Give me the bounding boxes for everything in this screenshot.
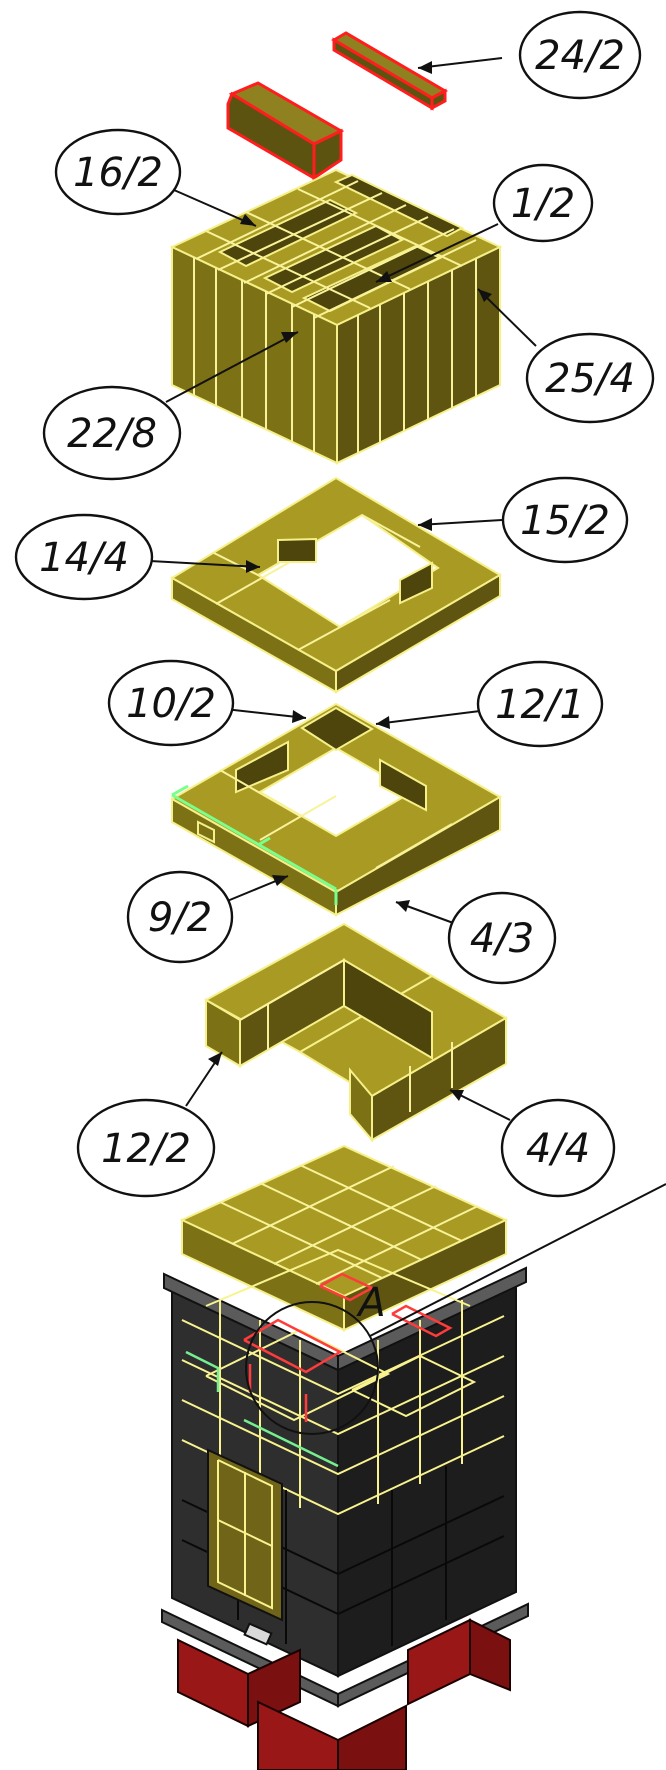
callout-12-2: 12/2 xyxy=(76,1098,216,1198)
callout-14-4-label: 14/4 xyxy=(39,535,129,581)
callout-22-8-label: 22/8 xyxy=(67,411,157,457)
ring-layer-14-15 xyxy=(170,476,502,694)
callout-15-2: 15/2 xyxy=(501,476,629,564)
callout-16-2: 16/2 xyxy=(54,128,182,216)
stove-housing xyxy=(161,1144,529,1770)
callout-16-2-label: 16/2 xyxy=(73,150,163,196)
callout-4-3: 4/3 xyxy=(447,891,557,985)
part-24-2-strip xyxy=(331,31,449,111)
callout-14-4: 14/4 xyxy=(14,513,154,601)
callout-10-2: 10/2 xyxy=(107,659,235,747)
top-brick-layer xyxy=(169,168,503,465)
callout-4-3-label: 4/3 xyxy=(470,916,534,962)
callout-24-2-label: 24/2 xyxy=(535,33,625,79)
callout-12-1-label: 12/1 xyxy=(495,682,585,728)
callout-15-2-label: 15/2 xyxy=(520,498,610,544)
callout-9-2: 9/2 xyxy=(126,870,234,964)
callout-22-8: 22/8 xyxy=(42,385,182,481)
callout-25-4-label: 25/4 xyxy=(545,356,635,402)
callout-25-4: 25/4 xyxy=(525,332,655,424)
part-red-brick xyxy=(226,81,345,181)
callout-24-2: 24/2 xyxy=(518,10,642,100)
callout-4-4: 4/4 xyxy=(500,1098,616,1198)
detail-circle-a: A xyxy=(245,1183,666,1435)
callout-1-2: 1/2 xyxy=(492,163,594,243)
callout-1-2-label: 1/2 xyxy=(511,181,575,227)
detail-label-a: A xyxy=(355,1280,385,1326)
callout-12-1: 12/1 xyxy=(476,660,604,748)
callout-4-4-label: 4/4 xyxy=(526,1126,590,1172)
callout-10-2-label: 10/2 xyxy=(126,681,216,727)
leader-lines xyxy=(149,57,537,1121)
callout-9-2-label: 9/2 xyxy=(148,895,212,941)
u-layer-12-2-4-4 xyxy=(203,922,509,1143)
callout-12-2-label: 12/2 xyxy=(101,1126,191,1172)
ring-layer-10-12 xyxy=(169,702,503,917)
